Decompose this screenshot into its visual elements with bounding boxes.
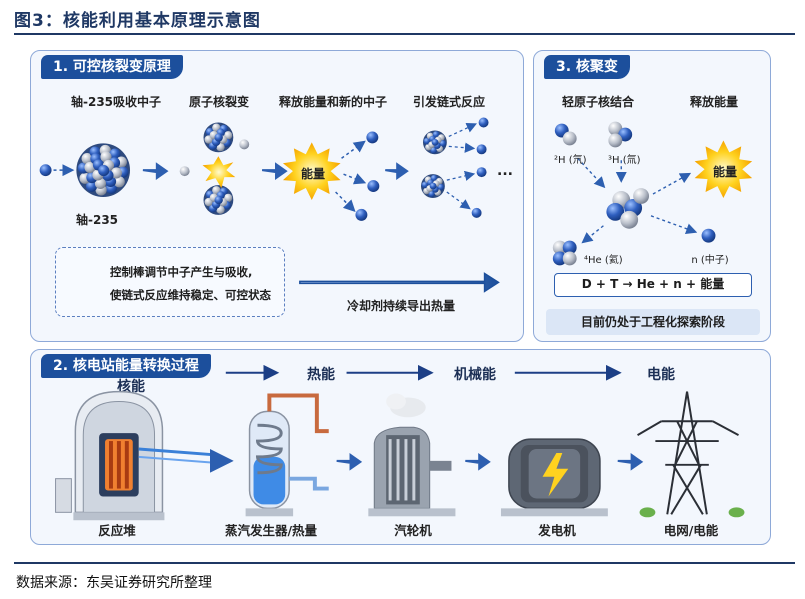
fusion-tag: 3. 核聚变: [544, 55, 630, 79]
generator-label: 发电机: [538, 523, 576, 538]
incoming-neutron: [39, 164, 52, 177]
coolant-arrow: [299, 272, 500, 293]
step-absorb-label: 轴-235吸收中子: [70, 95, 162, 109]
flow-arrow: [617, 453, 644, 471]
plant-tag: 2. 核电站能量转换过程: [41, 354, 211, 378]
u235-label: 轴-235: [75, 213, 119, 227]
arrow-2: [261, 162, 288, 181]
fission-tag: 1. 可控核裂变原理: [41, 55, 183, 79]
deuterium-label: ²H (氘): [554, 155, 587, 166]
flow-arrow: [336, 453, 363, 471]
flow-arrow: [465, 453, 491, 471]
fission-energy-label: 能量: [300, 167, 326, 181]
fusion-core: [606, 188, 650, 229]
fusion-step-release: 释放能量: [689, 95, 739, 109]
fusion-energy-label: 能量: [712, 165, 738, 179]
step-fission-label: 原子核裂变: [188, 95, 250, 109]
fusion-status: 目前仍处于工程化探索阶段: [546, 309, 760, 335]
helium-label: ⁴He (氦): [584, 255, 623, 266]
fission-flash-icon: [202, 156, 236, 189]
released-neutron: [367, 180, 380, 193]
stage-nuclear-label: 核能: [117, 379, 145, 395]
source-note: 数据来源：东吴证券研究所整理: [16, 575, 212, 591]
fusion-neutron: [701, 228, 716, 243]
arrow-1: [142, 162, 169, 181]
neutron-label: n (中子): [691, 255, 729, 266]
turbine-label: 汽轮机: [394, 523, 432, 538]
chain-reaction: [421, 117, 489, 218]
turbine-icon: [368, 393, 456, 517]
tritium-label: ³H (氚): [608, 155, 641, 166]
stage-electric-label: 电能: [647, 367, 675, 383]
step-chain-label: 引发链式反应: [412, 95, 486, 109]
control-note-line1: 控制棒调节中子产生与吸收,: [110, 265, 253, 279]
power-plant-panel: 2. 核电站能量转换过程 核能 热能 机械能 电能: [30, 349, 771, 545]
fusion-panel: 3. 核聚变 轻原子核结合 释放能量: [533, 50, 771, 342]
chain-ellipsis: ...: [497, 163, 513, 179]
u235-nucleus: [76, 143, 131, 197]
deuterium-nucleus: [554, 123, 577, 146]
reactor-label: 反应堆: [98, 523, 136, 538]
arrow-3: [385, 162, 409, 181]
figure-title: 图3：核能利用基本原理示意图: [14, 11, 261, 31]
control-note-line2: 使链式反应维持稳定、可控状态: [110, 288, 271, 302]
steam-generator-icon: [245, 393, 329, 517]
coolant-label: 冷却剂持续导出热量: [346, 299, 456, 313]
generator-icon: [500, 438, 608, 517]
fission-panel: 1. 可控核裂变原理 轴-235吸收中子 原子核裂变 释放能量和新的中子 引发链…: [30, 50, 524, 342]
released-neutron: [355, 208, 368, 221]
reactor-icon: [55, 390, 165, 521]
step-release-label: 释放能量和新的中子: [278, 95, 388, 109]
control-rod-note: 控制棒调节中子产生与吸收, 使链式反应维持稳定、可控状态: [55, 247, 285, 317]
stage-thermal-label: 热能: [307, 367, 335, 383]
steam-generator-label: 蒸汽发生器/热量: [224, 523, 318, 538]
helium-nucleus: [552, 240, 577, 266]
source-divider: [14, 562, 795, 564]
tritium-nucleus: [608, 121, 633, 148]
transmission-tower-icon: [637, 391, 739, 515]
grid-label: 电网/电能: [663, 523, 719, 538]
fusion-equation: D + T → He + n + 能量: [554, 273, 752, 297]
fusion-step-combine: 轻原子核结合: [561, 95, 635, 109]
stage-mechanical-label: 机械能: [454, 367, 496, 383]
fission-fragments: [179, 122, 250, 215]
title-divider: [14, 33, 795, 35]
released-neutron: [366, 131, 379, 144]
